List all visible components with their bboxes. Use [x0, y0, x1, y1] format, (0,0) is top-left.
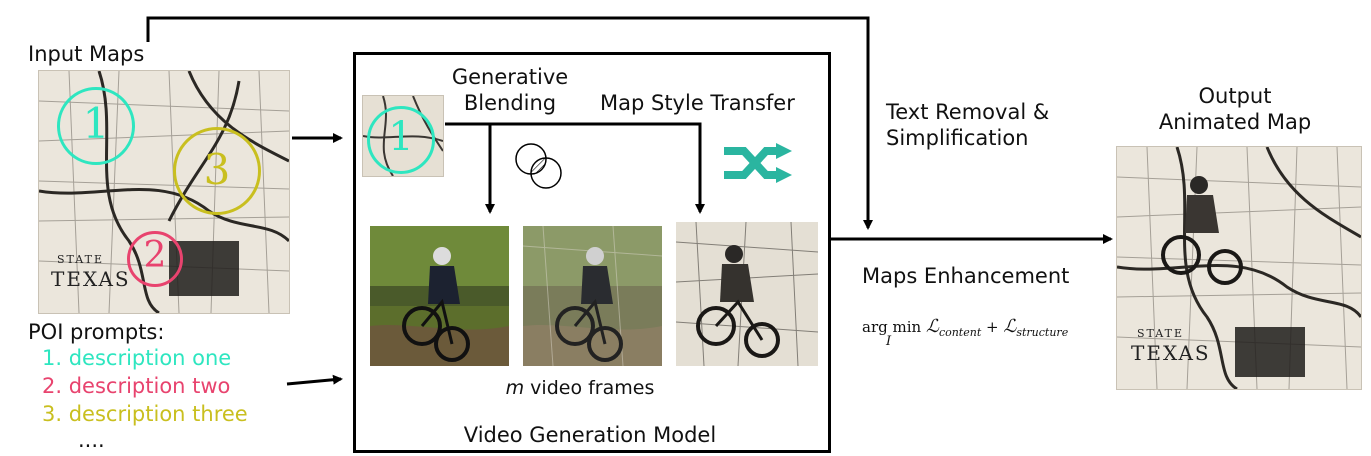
- shuffle-icon: [724, 143, 792, 183]
- output-label-line1: Output: [1198, 84, 1272, 108]
- formula-loss-content: ℒ: [925, 316, 939, 337]
- frame-blended-drawing: [523, 226, 662, 366]
- text-removal-label-line2: Simplification: [886, 126, 1029, 150]
- video-frames-caption: m video frames: [460, 376, 700, 400]
- output-animated-map-image: STATE TEXAS: [1116, 146, 1362, 390]
- output-map-state-text: STATE: [1137, 327, 1184, 340]
- poi-prompt-2: 2. description two: [42, 374, 231, 398]
- input-map-texas-text: TEXAS: [51, 267, 131, 291]
- output-label-line2: Animated Map: [1158, 110, 1312, 134]
- map-style-transfer-label: Map Style Transfer: [600, 91, 795, 115]
- video-frame-original: [370, 226, 509, 366]
- output-map-drawing: [1117, 147, 1361, 389]
- poi-prompt-3: 3. description three: [42, 402, 248, 426]
- generative-blending-label-line2: Blending: [463, 91, 557, 115]
- video-generation-model-box: [353, 52, 831, 453]
- arrow-prompts-to-model: [286, 374, 343, 386]
- poi-marker-2-number: 2: [143, 235, 167, 276]
- formula-plus: +: [986, 318, 999, 336]
- formula-content-subscript: content: [938, 326, 982, 339]
- input-map-state-text: STATE: [57, 253, 104, 266]
- poi-prompts-ellipsis: ....: [78, 428, 105, 452]
- poi-marker-1-number: 1: [82, 99, 110, 148]
- optimization-formula: arg min ℒcontent + ℒstructure: [862, 316, 1068, 339]
- arrow-input-to-text-removal: [146, 16, 873, 230]
- poi-prompts-label: POI prompts:: [28, 320, 165, 344]
- frame-style-drawing: [676, 222, 818, 366]
- formula-arg: arg: [862, 318, 888, 336]
- input-maps-label: Input Maps: [28, 42, 145, 66]
- video-frame-style-transfer: [676, 222, 818, 366]
- venn-diagram-icon: [515, 143, 562, 189]
- generative-blending-label-line1: Generative: [451, 65, 569, 89]
- maps-enhancement-label: Maps Enhancement: [862, 264, 1070, 288]
- poi-marker-3: [173, 127, 261, 215]
- video-frames-count-symbol: m: [505, 377, 525, 399]
- frame-original-drawing: [370, 226, 509, 366]
- output-map-texas-text: TEXAS: [1131, 341, 1211, 365]
- cropped-poi-map: 1: [362, 95, 444, 177]
- formula-structure-subscript: structure: [1016, 326, 1069, 339]
- formula-loss-structure: ℒ: [1003, 316, 1017, 337]
- poi-marker-3-number: 3: [203, 145, 231, 194]
- video-generation-model-label: Video Generation Model: [463, 423, 717, 447]
- arrow-to-style-frame: [490, 122, 705, 214]
- input-map-image: 1 3 2 STATE TEXAS: [38, 70, 290, 314]
- poi-marker-1: [57, 87, 135, 165]
- formula-min-subscript: I: [886, 334, 892, 349]
- formula-min: min: [892, 318, 922, 336]
- video-frame-blended: [523, 226, 662, 366]
- text-removal-label-line1: Text Removal &: [886, 100, 1050, 124]
- cropped-poi-marker: [367, 106, 435, 174]
- poi-prompt-1: 1. description one: [42, 346, 232, 370]
- cropped-poi-number: 1: [388, 114, 414, 160]
- video-frames-caption-text: video frames: [524, 377, 655, 399]
- poi-marker-2: [127, 231, 183, 287]
